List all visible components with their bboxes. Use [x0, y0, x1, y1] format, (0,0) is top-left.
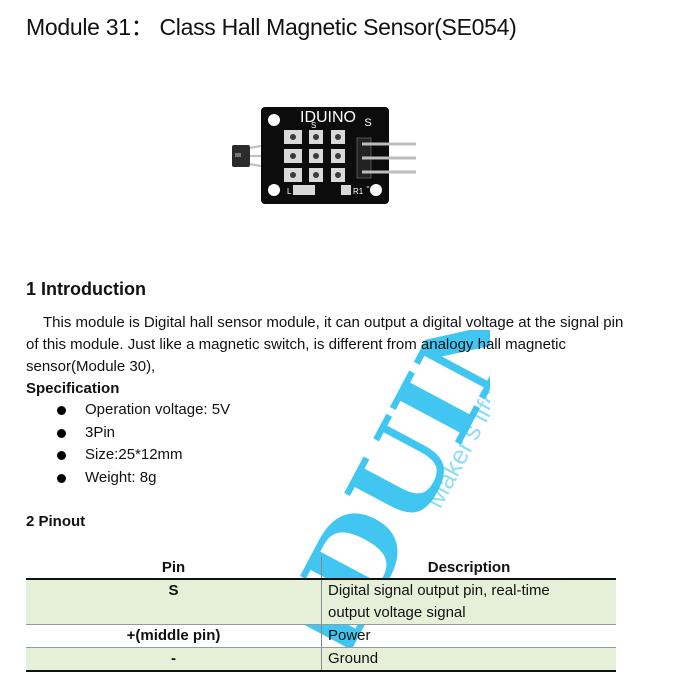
bullet-icon	[57, 451, 66, 460]
bullet-icon	[57, 473, 66, 483]
table-header-row: Pin Description	[26, 556, 616, 580]
pinout-table: Pin Description S Digital signal output …	[26, 556, 616, 672]
bullet-icon	[57, 406, 66, 415]
watermark-tagline: Maker's life	[419, 383, 490, 512]
table-row: +(middle pin) Power	[26, 624, 616, 648]
introduction-text: This module is Digital hall sensor modul…	[26, 314, 624, 375]
pin-cell: +(middle pin)	[26, 624, 322, 648]
page-title: Module 31： Class Hall Magnetic Sensor(SE…	[26, 14, 517, 40]
table-row: - Ground	[26, 647, 616, 672]
column-header-pin: Pin	[26, 556, 322, 580]
module-label-r1: R1	[353, 187, 364, 196]
specification-heading: Specification	[26, 380, 120, 397]
list-item: Weight: 8g	[55, 467, 230, 490]
description-cell: Power	[321, 624, 616, 648]
bullet-icon	[57, 428, 66, 438]
pinout-heading: 2 Pinout	[26, 513, 86, 530]
module-pin-s: S	[364, 117, 371, 129]
table-row: S Digital signal output pin, real-time o…	[26, 579, 616, 625]
pin-cell: S	[26, 579, 322, 625]
module-label-l: L	[287, 187, 292, 196]
introduction-paragraph: This module is Digital hall sensor modul…	[26, 312, 626, 378]
list-item: Operation voltage: 5V	[55, 399, 230, 422]
pin-cell: -	[26, 647, 322, 672]
list-item: Size:25*12mm	[55, 444, 230, 467]
column-header-description: Description	[321, 556, 616, 580]
description-cell: Digital signal output pin, real-time out…	[321, 579, 616, 625]
module-label-s-small: S	[311, 121, 316, 130]
list-item: 3Pin	[55, 422, 230, 445]
description-cell: Ground	[321, 647, 616, 672]
module-pin-minus: -	[366, 181, 370, 193]
introduction-heading: 1 Introduction	[26, 279, 146, 299]
specification-list: Operation voltage: 5V 3Pin Size:25*12mm …	[55, 399, 230, 489]
module-brand: IDUINO	[300, 109, 356, 126]
module-image: IDUINO L R1 S S -	[232, 107, 416, 204]
